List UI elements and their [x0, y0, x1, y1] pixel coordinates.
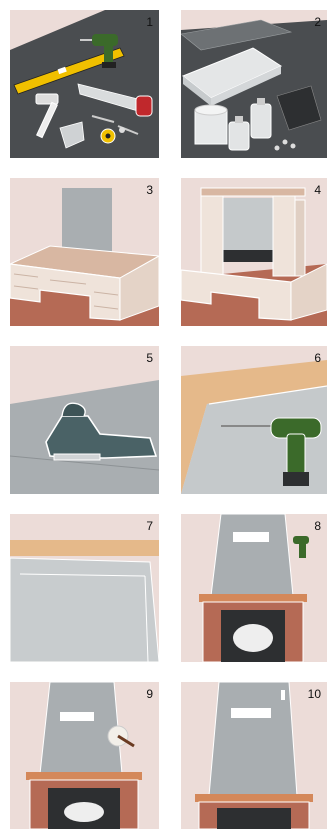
materials-illustration [181, 10, 327, 158]
step-number: 4 [314, 183, 321, 197]
step-number: 10 [308, 687, 321, 701]
step-number: 8 [314, 519, 321, 533]
step-10-finished-panel: 10 [181, 682, 327, 829]
step-2-materials-panel: 2 [181, 10, 327, 158]
tape-measure-icon [101, 129, 115, 143]
step-6-drilling-panel: 6 [181, 346, 327, 494]
glue-bucket-icon [195, 105, 227, 144]
step-number: 3 [146, 183, 153, 197]
step-number: 9 [146, 687, 153, 701]
step-number: 7 [146, 519, 153, 533]
finished-illustration [181, 682, 327, 829]
frame-illustration [181, 178, 327, 326]
step-number: 1 [146, 15, 153, 29]
step-number: 2 [314, 15, 321, 29]
base-illustration [10, 178, 159, 326]
drilling-illustration [181, 346, 327, 494]
cutting-illustration [10, 346, 159, 494]
step-3-base-panel: 3 [10, 178, 159, 326]
step-4-frame-panel: 4 [181, 178, 327, 326]
finishing-illustration [10, 682, 159, 829]
drill-icon [293, 536, 309, 558]
step-number: 5 [146, 351, 153, 365]
step-number: 6 [314, 351, 321, 365]
chimney-illustration [181, 514, 327, 662]
tools-illustration [10, 10, 159, 158]
step-7-boarding-panel: 7 [10, 514, 159, 662]
step-1-tools-panel: 1 [10, 10, 159, 158]
step-8-chimney-panel: 8 [181, 514, 327, 662]
boarding-illustration [10, 514, 159, 662]
step-5-cutting-panel: 5 [10, 346, 159, 494]
step-9-finishing-panel: 9 [10, 682, 159, 829]
